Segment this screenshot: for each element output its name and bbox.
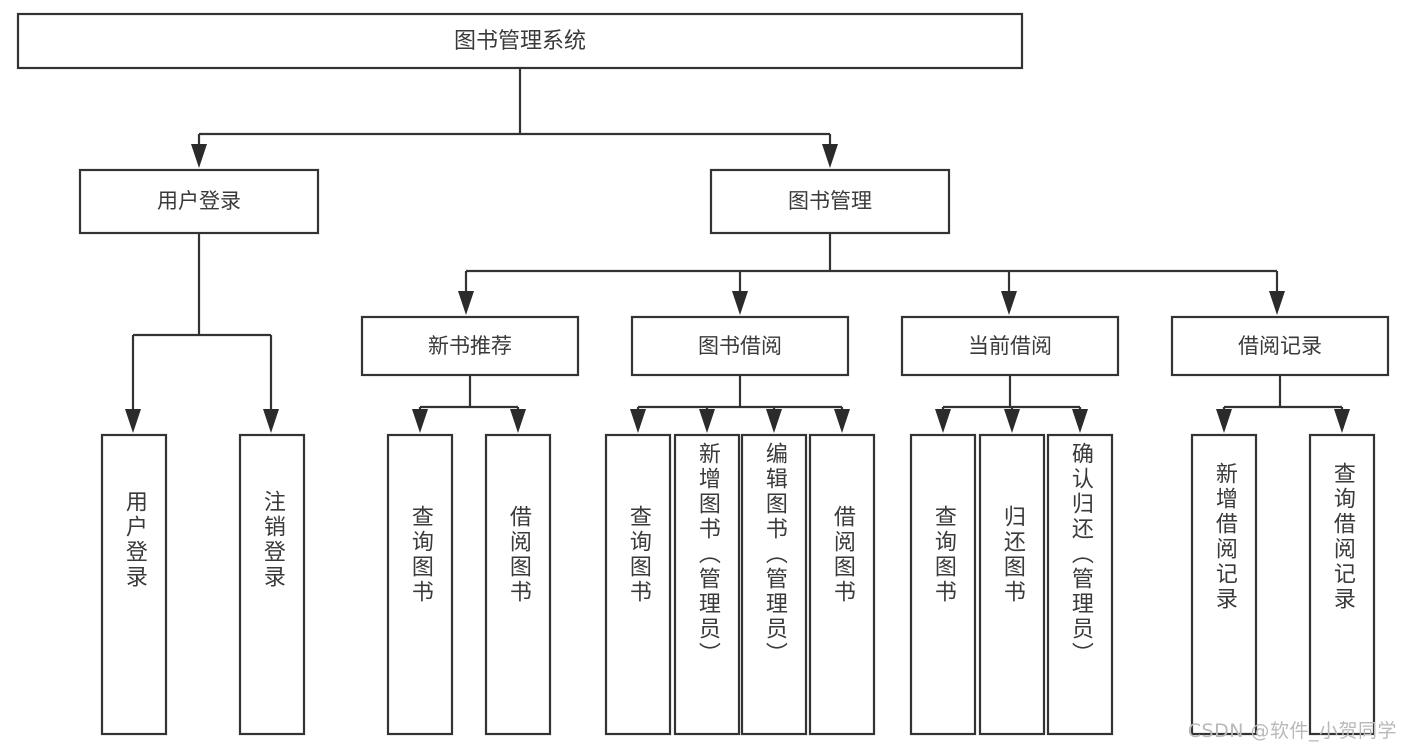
node-borrow-record[interactable]: 借阅记录	[1170, 315, 1390, 377]
arrow-head-current-borrow	[1001, 291, 1017, 315]
leaf-box-return-book[interactable]	[978, 433, 1046, 736]
arrow-head-leaf-query-book-2	[630, 409, 646, 433]
node-new-book-recommend-box[interactable]	[360, 315, 580, 377]
arrow-head-borrow-record	[1269, 291, 1285, 315]
node-user-login-box[interactable]	[78, 168, 320, 235]
arrow-head-user-login	[191, 144, 207, 168]
node-current-borrow-box[interactable]	[900, 315, 1120, 377]
arrow-head-book-borrow	[732, 291, 748, 315]
node-current-borrow-label: 当前借阅	[968, 334, 1052, 358]
node-current-borrow[interactable]: 当前借阅	[900, 315, 1120, 377]
arrow-head-leaf-confirm-return	[1072, 409, 1088, 433]
node-root-system-label: 图书管理系统	[454, 29, 586, 54]
leaf-box-add-book[interactable]	[673, 433, 741, 736]
arrow-head-leaf-add-record	[1216, 409, 1232, 433]
leaf-box-user-login[interactable]	[100, 433, 168, 736]
arrow-head-leaf-borrow-book-2	[834, 409, 850, 433]
csdn-watermark: CSDN @软件_小贺同学	[1187, 720, 1397, 742]
node-new-book-recommend-label: 新书推荐	[428, 334, 512, 358]
arrow-head-leaf-user-login	[125, 409, 141, 433]
node-book-borrow[interactable]: 图书借阅	[630, 315, 850, 377]
node-book-borrow-box[interactable]	[630, 315, 850, 377]
leaf-box-add-record[interactable]	[1190, 433, 1258, 736]
node-root-system[interactable]: 图书管理系统	[16, 12, 1024, 70]
leaf-box-query-book-3[interactable]	[909, 433, 977, 736]
connector-group	[125, 68, 1350, 433]
node-book-borrow-label: 图书借阅	[698, 334, 782, 358]
leaf-box-query-book-1[interactable]	[386, 433, 454, 736]
node-book-management-label: 图书管理	[788, 189, 872, 213]
node-book-management[interactable]: 图书管理	[709, 168, 951, 235]
arrow-head-leaf-query-book-3	[935, 409, 951, 433]
arrow-head-leaf-return-book	[1004, 409, 1020, 433]
node-new-book-recommend[interactable]: 新书推荐	[360, 315, 580, 377]
leaf-box-query-book-2[interactable]	[604, 433, 672, 736]
arrow-head-leaf-borrow-book-1	[510, 409, 526, 433]
leaf-box-query-record[interactable]	[1308, 433, 1376, 736]
leaf-box-confirm-return[interactable]	[1046, 433, 1114, 736]
arrow-head-leaf-query-record	[1334, 409, 1350, 433]
leaf-box-group	[100, 433, 1376, 736]
arrow-head-leaf-edit-book	[766, 409, 782, 433]
leaf-box-borrow-book-2[interactable]	[808, 433, 876, 736]
node-borrow-record-label: 借阅记录	[1238, 334, 1322, 358]
node-user-login-label: 用户登录	[157, 189, 241, 213]
leaf-box-borrow-book-1[interactable]	[484, 433, 552, 736]
arrow-head-new-book-rec	[458, 291, 474, 315]
node-borrow-record-box[interactable]	[1170, 315, 1390, 377]
arrow-head-book-mgmt	[822, 144, 838, 168]
node-root-system-box[interactable]	[16, 12, 1024, 70]
leaf-box-edit-book[interactable]	[740, 433, 808, 736]
arrow-head-leaf-add-book	[699, 409, 715, 433]
leaf-box-logout[interactable]	[238, 433, 306, 736]
node-user-login[interactable]: 用户登录	[78, 168, 320, 235]
arrow-head-leaf-query-book-1	[412, 409, 428, 433]
arrow-head-leaf-logout	[263, 409, 279, 433]
node-book-management-box[interactable]	[709, 168, 951, 235]
